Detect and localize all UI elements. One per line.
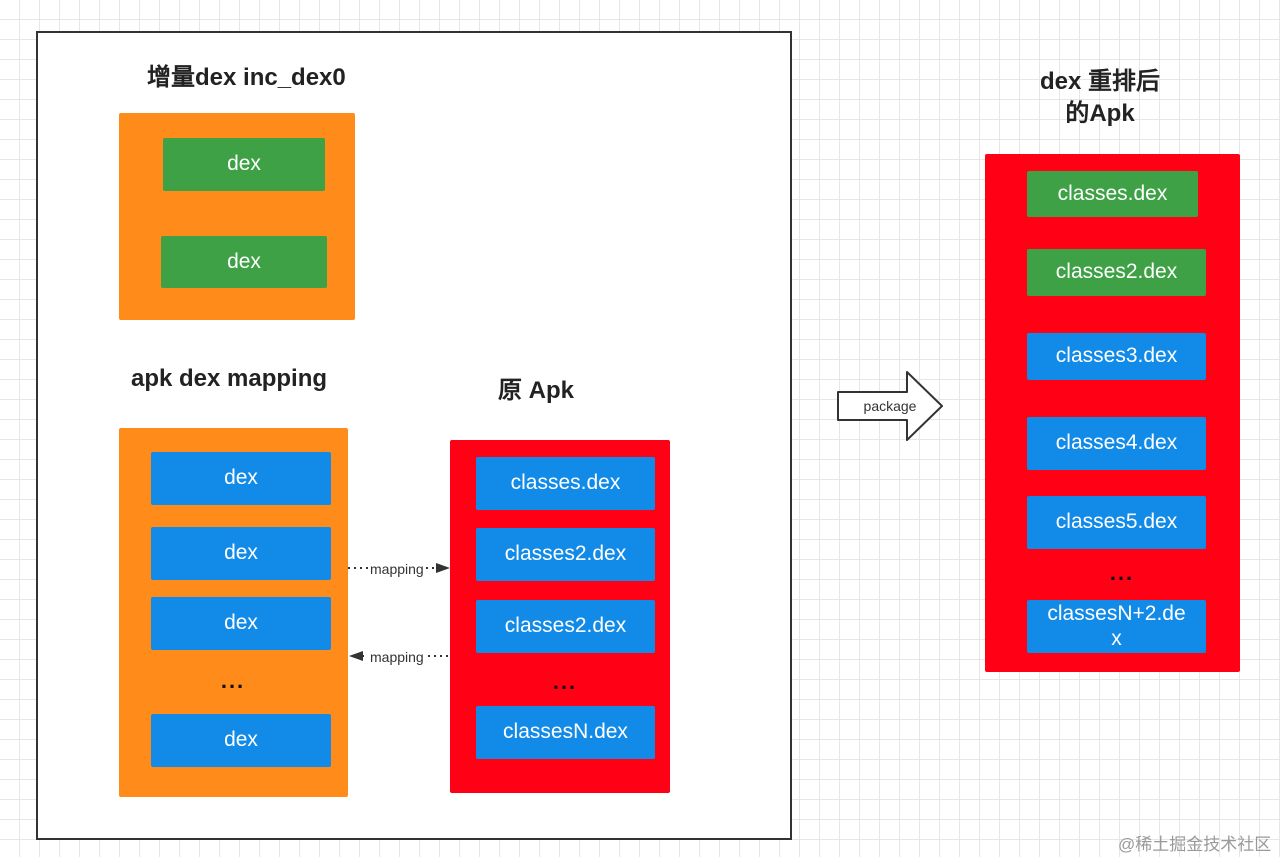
orig-dex-box: classesN.dex	[476, 706, 655, 759]
orig-dex-box: classes.dex	[476, 457, 655, 510]
result-title-line1: dex 重排后	[1039, 68, 1161, 95]
result-title-line2: 的Apk	[1065, 100, 1135, 127]
package-arrow	[837, 371, 943, 441]
mapping-title: apk dex mapping	[131, 365, 328, 392]
orig-ellipsis: ...	[552, 669, 578, 694]
result-apk-container	[985, 154, 1240, 672]
mapping-arrow-right	[348, 563, 450, 573]
inc-dex-box: dex	[161, 236, 327, 288]
result-dex-box: classesN+2.de x	[1027, 600, 1206, 653]
package-label: package	[863, 398, 917, 414]
result-dex-box: classes5.dex	[1027, 496, 1206, 549]
result-dex-box: classes3.dex	[1027, 333, 1206, 380]
result-dex-box: classes2.dex	[1027, 249, 1206, 296]
mapping-dex-box: dex	[151, 597, 331, 650]
result-dex-box: classes.dex	[1027, 171, 1198, 217]
mapping-dex-box: dex	[151, 527, 331, 580]
mapping-ellipsis: ...	[220, 668, 246, 693]
mapping-label-right: mapping	[368, 561, 426, 577]
mapping-label-left: mapping	[368, 649, 426, 665]
orig-apk-title: 原 Apk	[498, 377, 575, 404]
watermark: @稀土掘金技术社区	[1118, 835, 1272, 854]
orig-dex-box: classes2.dex	[476, 600, 655, 653]
result-ellipsis: ...	[1109, 560, 1135, 585]
mapping-dex-box: dex	[151, 714, 331, 767]
result-dex-box: classes4.dex	[1027, 417, 1206, 470]
orig-dex-box: classes2.dex	[476, 528, 655, 581]
inc-dex-box: dex	[163, 138, 325, 191]
inc-dex-title: 增量dex inc_dex0	[147, 64, 346, 91]
mapping-dex-box: dex	[151, 452, 331, 505]
